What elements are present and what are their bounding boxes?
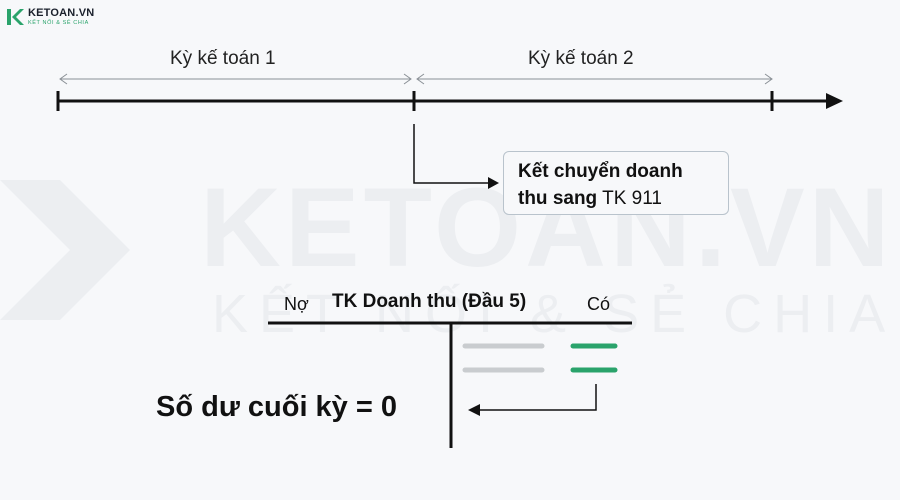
credit-entries — [570, 343, 618, 373]
transfer-note-box: Kết chuyển doanh thu sang TK 911 — [503, 151, 729, 215]
debit-label: Nợ — [284, 294, 309, 314]
t-account-title: TK Doanh thu (Đầu 5) — [332, 291, 527, 312]
brand-logo: KETOAN.VN KẾT NỐI & SẺ CHIA — [6, 8, 94, 27]
period-2-label: Kỳ kế toán 2 — [528, 48, 634, 69]
transfer-arrowhead-icon — [488, 177, 499, 189]
transfer-note-line-2-bold: thu sang — [518, 188, 598, 209]
timeline-arrowhead-icon — [826, 93, 843, 109]
logo-tagline: KẾT NỐI & SẺ CHIA — [28, 20, 89, 26]
debit-entries — [462, 343, 545, 373]
closing-connector — [478, 384, 597, 411]
closing-arrowhead-icon — [468, 404, 480, 416]
transfer-note-line-1: Kết chuyển doanh — [518, 161, 683, 182]
period-2-span-arrow — [416, 73, 773, 85]
watermark-chevron-icon — [0, 180, 130, 320]
t-account-frame — [268, 321, 632, 448]
timeline-axis — [56, 91, 832, 111]
transfer-connector — [413, 124, 490, 184]
credit-label: Có — [587, 294, 611, 314]
ending-balance-label: Số dư cuối kỳ = 0 — [156, 391, 397, 423]
logo-k-icon — [7, 9, 24, 26]
period-1-label: Kỳ kế toán 1 — [170, 48, 276, 69]
transfer-note-line-2-rest: TK 911 — [597, 188, 662, 209]
period-1-span-arrow — [59, 73, 412, 85]
logo-name: KETOAN.VN — [28, 7, 95, 19]
